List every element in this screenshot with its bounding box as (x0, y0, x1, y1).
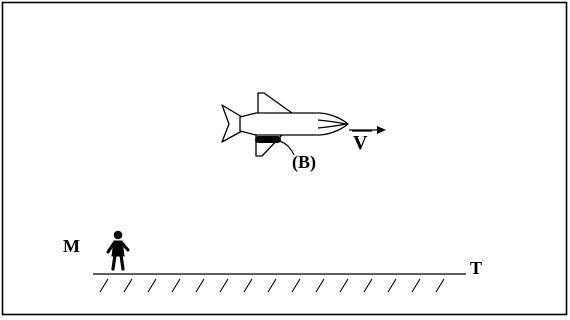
velocity-label: V (353, 132, 368, 154)
bomb-label: (B) (292, 152, 316, 172)
velocity-arrow-icon (349, 126, 386, 134)
diagram-frame (1, 1, 568, 316)
ground-hatching (99, 278, 445, 293)
observer-label: M (63, 236, 80, 256)
airplane-icon (221, 92, 349, 157)
bomb-leader-line (278, 140, 295, 156)
bomb-icon (255, 136, 281, 143)
person-icon (106, 230, 130, 271)
target-label: T (470, 258, 483, 278)
